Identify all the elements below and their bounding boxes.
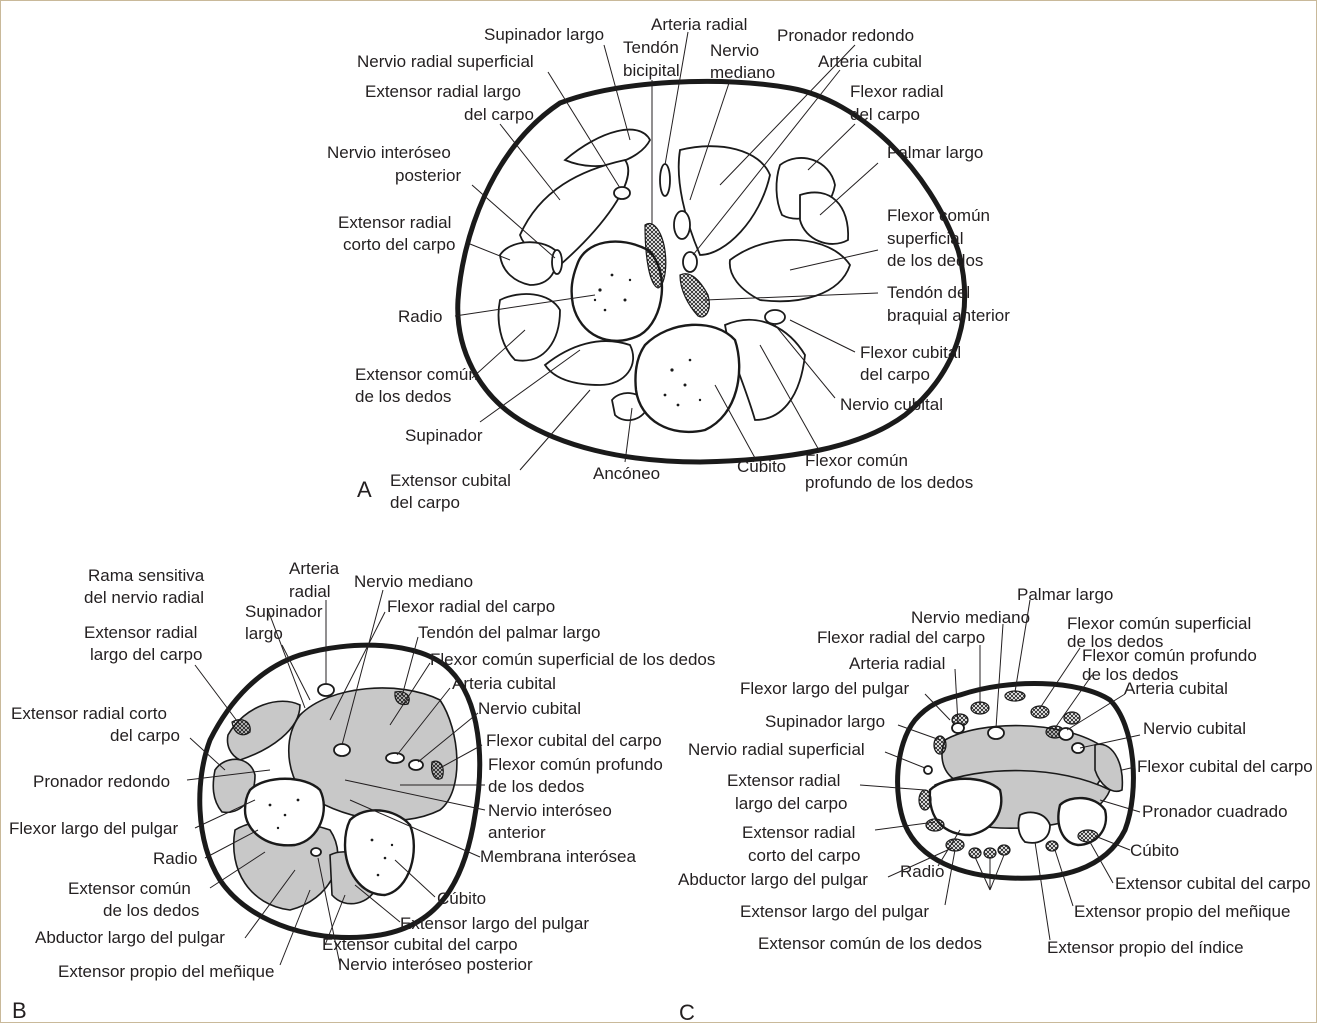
figure-frame <box>0 0 1317 1023</box>
forearm-cross-sections-figure: A Supinador largo Arteria radial Tendón … <box>0 0 1317 1023</box>
